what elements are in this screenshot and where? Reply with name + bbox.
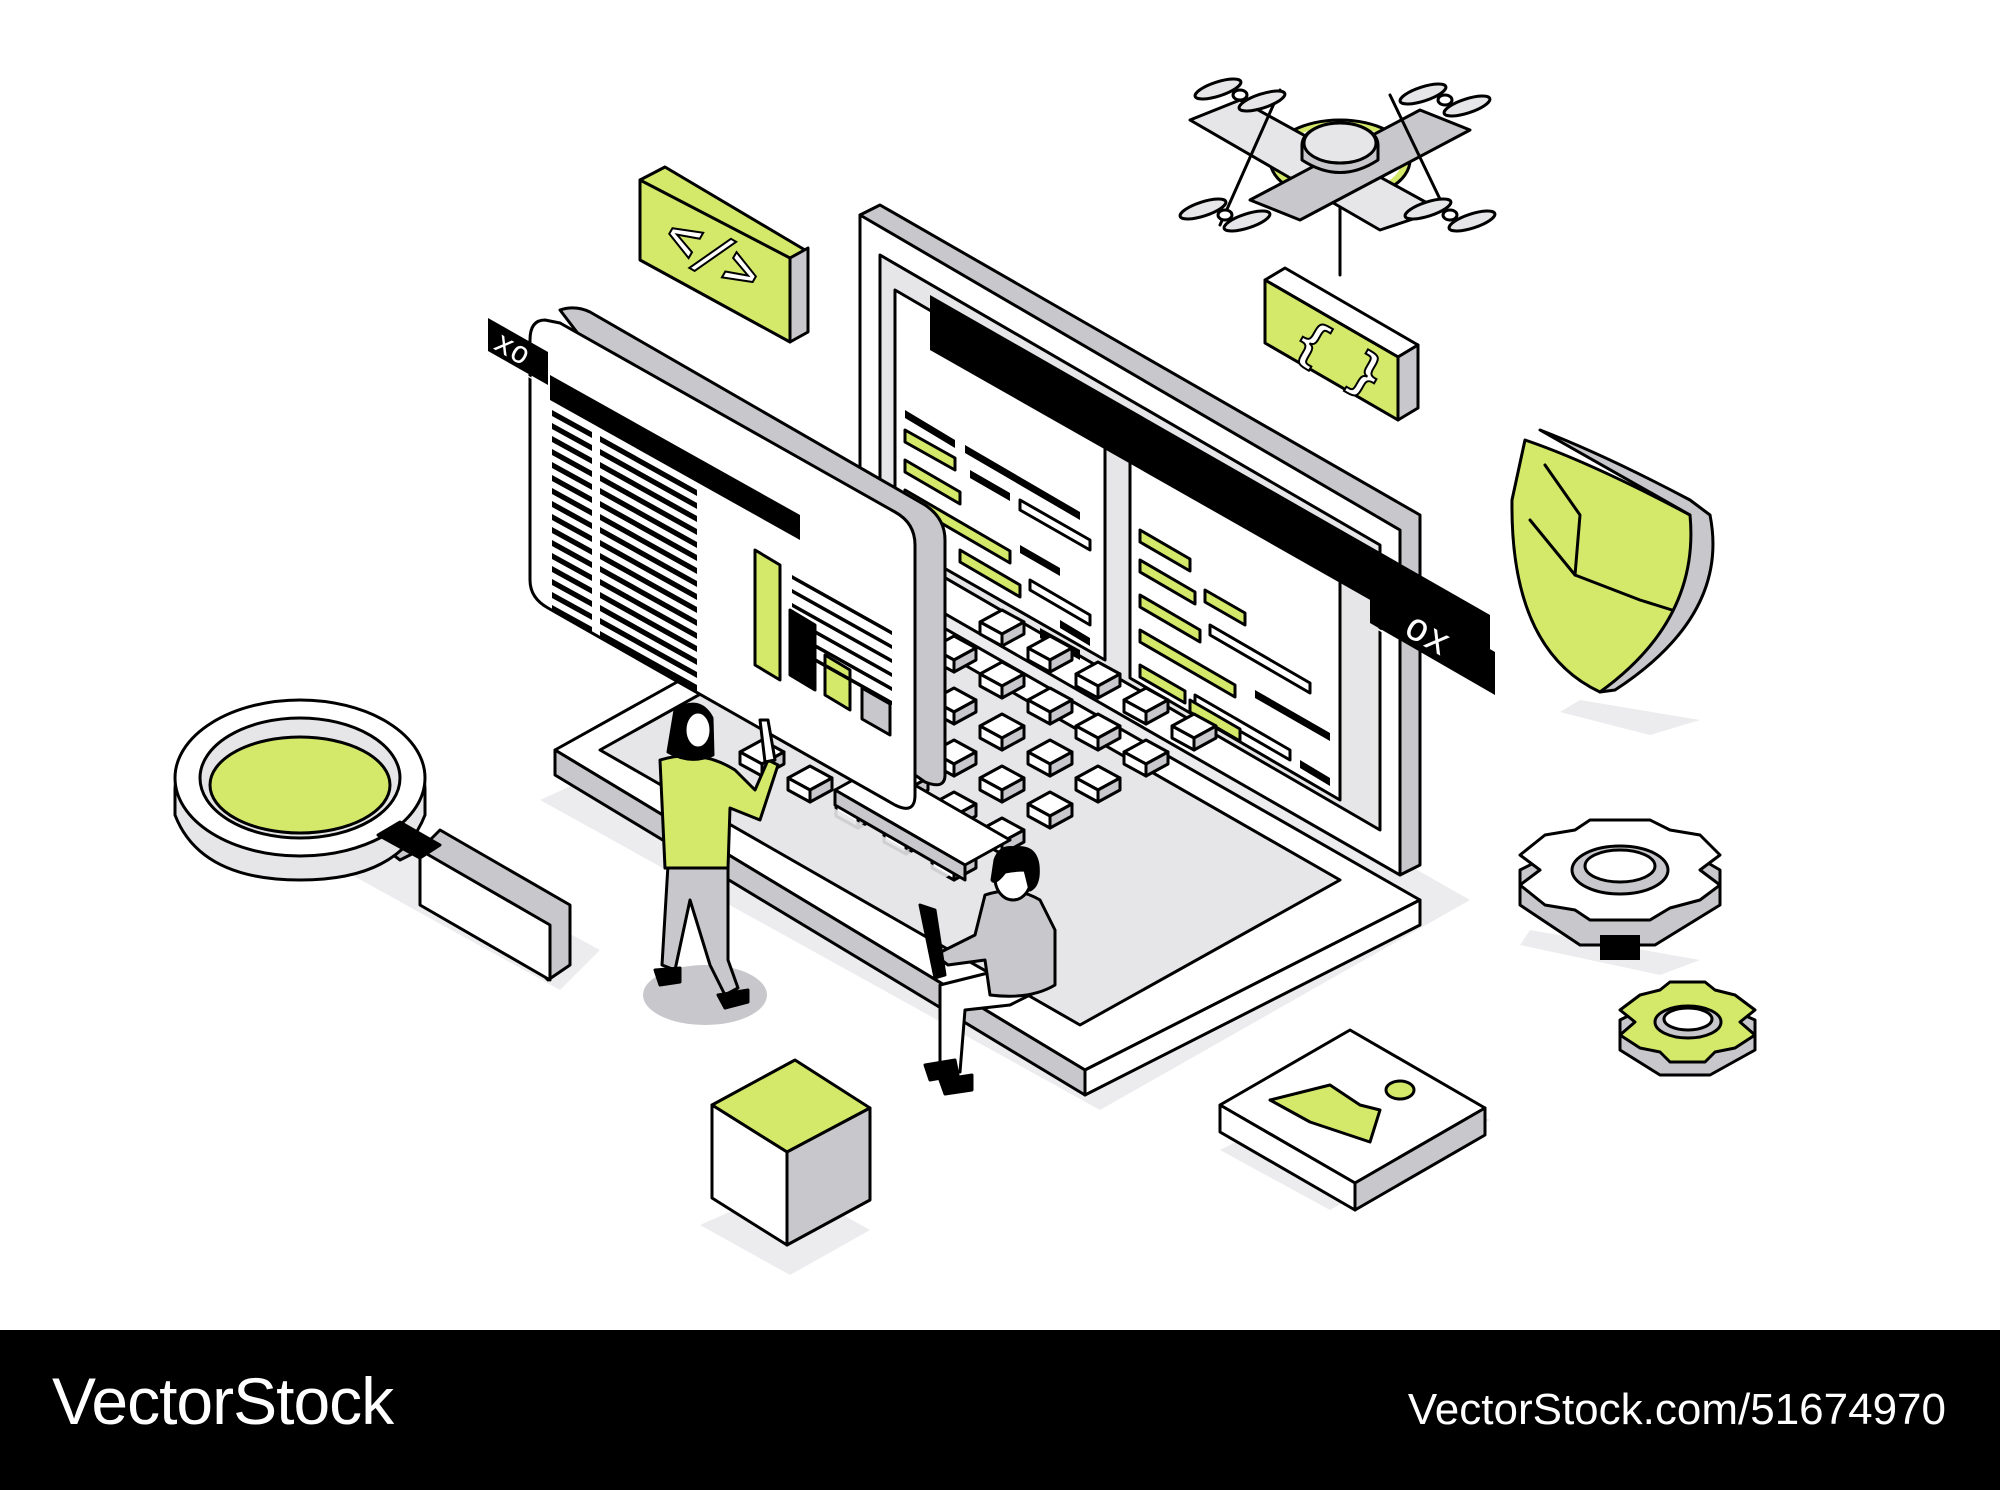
keyboard-key [1074, 712, 1122, 752]
keyboard-key [1026, 738, 1074, 778]
code-tag-tile: </> [638, 165, 810, 344]
footer-bar: VectorStock VectorStock.com/51674970 [0, 1330, 2000, 1490]
brand-logo: VectorStock [52, 1364, 394, 1438]
code-lines-right [1138, 528, 1330, 786]
magnifier-icon [173, 698, 572, 982]
gear-large-icon [1518, 818, 1722, 960]
gear-small-icon [1618, 980, 1757, 1077]
keyboard-key [1122, 686, 1170, 726]
laptop-screen: _ox [858, 203, 1495, 877]
keyboard-key [1074, 764, 1122, 804]
propeller [1403, 197, 1497, 233]
image-id: VectorStock.com/51674970 [1407, 1385, 1946, 1434]
curly-braces-tile: { } [1263, 266, 1420, 422]
floating-code-panel: xo_ [488, 306, 947, 810]
keyboard-key [1122, 738, 1170, 778]
illustration-stage: .o { stroke:#000; stroke-width:3; stroke… [173, 77, 1757, 1275]
person-sitting [918, 846, 1057, 1096]
image-tile-icon [1218, 1028, 1487, 1212]
keyboard-key [978, 764, 1026, 804]
keyboard-key [1170, 712, 1218, 752]
cube-icon [710, 1058, 872, 1247]
propeller [1178, 197, 1272, 233]
person-standing [643, 702, 780, 1025]
keyboard-key [786, 764, 834, 804]
keyboard-key [978, 712, 1026, 752]
shield-icon [1510, 428, 1715, 694]
propeller [1193, 77, 1287, 113]
keyboard-key [978, 608, 1026, 648]
drone-icon [1178, 77, 1497, 277]
keyboard-key [1026, 634, 1074, 674]
propeller [1398, 82, 1492, 118]
keyboard-key [1026, 790, 1074, 830]
keyboard-key [978, 660, 1026, 700]
panel-text-block [552, 410, 697, 691]
keyboard-key [1026, 686, 1074, 726]
keyboard-key [1074, 660, 1122, 700]
